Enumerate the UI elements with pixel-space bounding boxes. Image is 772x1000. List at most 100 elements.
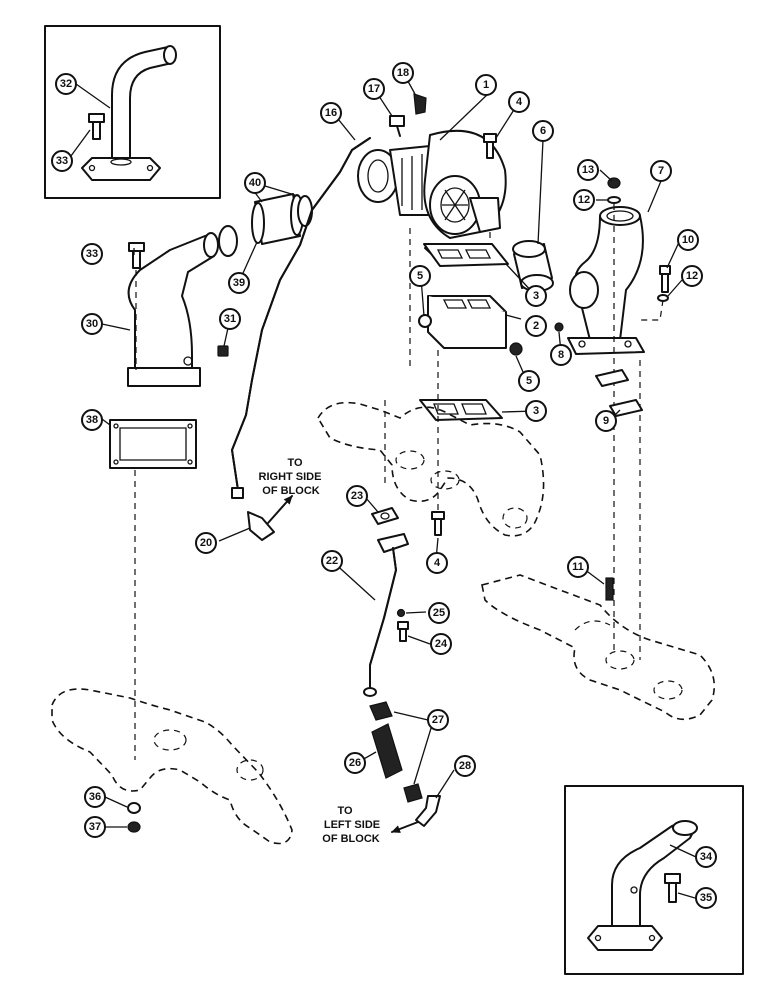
callout-10: 10 xyxy=(677,229,699,251)
callout-34: 34 xyxy=(695,846,717,868)
svg-text:25: 25 xyxy=(433,607,445,619)
inset-box-top-left xyxy=(44,25,221,199)
callout-18: 18 xyxy=(392,62,414,84)
svg-text:28: 28 xyxy=(459,760,471,772)
lower-bolts xyxy=(431,511,614,601)
callout-13: 13 xyxy=(577,159,599,181)
svg-text:7: 7 xyxy=(658,165,664,177)
callout-31: 31 xyxy=(219,308,241,330)
exhaust-manifold-upper xyxy=(317,400,545,537)
callout-12: 12 xyxy=(681,265,703,287)
svg-text:39: 39 xyxy=(233,277,245,289)
hose-and-clamps xyxy=(218,193,313,257)
svg-text:40: 40 xyxy=(249,177,261,189)
svg-text:17: 17 xyxy=(368,83,380,95)
svg-text:18: 18 xyxy=(397,67,409,79)
svg-text:5: 5 xyxy=(526,375,532,387)
oil-supply-tube xyxy=(231,137,371,541)
svg-text:30: 30 xyxy=(86,318,98,330)
svg-text:4: 4 xyxy=(434,557,441,569)
left-exhaust-elbow xyxy=(109,232,229,760)
svg-text:23: 23 xyxy=(351,490,363,502)
svg-text:10: 10 xyxy=(682,234,694,246)
callout-36: 36 xyxy=(84,786,106,808)
drain-hose-parts xyxy=(369,701,441,833)
note-left-line-3: OF BLOCK xyxy=(322,833,379,845)
svg-text:13: 13 xyxy=(582,164,594,176)
callout-33: 33 xyxy=(81,243,103,265)
note-right-line-1: TO xyxy=(287,457,303,469)
callout-9: 9 xyxy=(595,410,617,432)
callouts: 1 2 3 3 4 4 5 5 6 7 8 9 10 11 12 12 13 1… xyxy=(51,62,717,909)
inset-box-bottom-right xyxy=(564,785,744,975)
svg-text:9: 9 xyxy=(603,415,609,427)
svg-text:8: 8 xyxy=(558,349,564,361)
callout-17: 17 xyxy=(363,78,385,100)
callout-3: 3 xyxy=(525,400,547,422)
oil-drain-tube xyxy=(363,507,409,697)
svg-text:12: 12 xyxy=(578,194,590,206)
callout-30: 30 xyxy=(81,313,103,335)
callout-20: 20 xyxy=(195,532,217,554)
callout-25: 25 xyxy=(428,602,450,624)
svg-text:12: 12 xyxy=(686,270,698,282)
callout-5: 5 xyxy=(409,265,431,287)
callout-2: 2 xyxy=(525,315,547,337)
gaskets-and-spacer xyxy=(418,243,564,515)
svg-text:11: 11 xyxy=(572,561,584,573)
plates xyxy=(595,369,643,417)
svg-text:33: 33 xyxy=(56,155,68,167)
callout-8: 8 xyxy=(550,344,572,366)
svg-text:24: 24 xyxy=(435,638,448,650)
turbocharger xyxy=(357,129,507,370)
svg-text:4: 4 xyxy=(516,96,523,108)
svg-text:6: 6 xyxy=(540,125,546,137)
callout-3: 3 xyxy=(525,285,547,307)
svg-text:5: 5 xyxy=(417,270,423,282)
svg-text:34: 34 xyxy=(700,851,713,863)
svg-text:26: 26 xyxy=(349,757,361,769)
callout-28: 28 xyxy=(454,755,476,777)
svg-text:3: 3 xyxy=(533,290,539,302)
callout-38: 38 xyxy=(81,409,103,431)
callout-1: 1 xyxy=(475,74,497,96)
callout-16: 16 xyxy=(320,102,342,124)
callout-27: 27 xyxy=(427,709,449,731)
svg-text:16: 16 xyxy=(325,107,337,119)
note-left-line-1: TO xyxy=(337,805,353,817)
note-right-line-2: RIGHT SIDE xyxy=(259,471,322,483)
note-left-line-2: LEFT SIDE xyxy=(324,819,380,831)
callout-7: 7 xyxy=(650,160,672,182)
svg-text:3: 3 xyxy=(533,405,539,417)
callout-32: 32 xyxy=(55,73,77,95)
note-right-side: TO RIGHT SIDE OF BLOCK xyxy=(259,457,322,497)
svg-text:1: 1 xyxy=(483,79,489,91)
svg-text:35: 35 xyxy=(700,892,712,904)
callout-6: 6 xyxy=(532,120,554,142)
svg-text:33: 33 xyxy=(86,248,98,260)
svg-text:36: 36 xyxy=(89,791,101,803)
callout-37: 37 xyxy=(84,816,106,838)
sleeve xyxy=(512,240,554,292)
callout-22: 22 xyxy=(321,550,343,572)
callout-11: 11 xyxy=(567,556,589,578)
callout-26: 26 xyxy=(344,752,366,774)
svg-text:27: 27 xyxy=(432,714,444,726)
svg-text:22: 22 xyxy=(326,555,338,567)
washers xyxy=(127,802,141,833)
note-left-side: TO LEFT SIDE OF BLOCK xyxy=(322,805,380,845)
svg-text:2: 2 xyxy=(533,320,539,332)
callout-24: 24 xyxy=(430,633,452,655)
callout-33: 33 xyxy=(51,150,73,172)
svg-text:31: 31 xyxy=(224,313,236,325)
callout-23: 23 xyxy=(346,485,368,507)
right-exhaust-elbow xyxy=(567,177,671,660)
callout-12: 12 xyxy=(573,189,595,211)
svg-text:37: 37 xyxy=(89,821,101,833)
svg-text:38: 38 xyxy=(86,414,98,426)
callout-39: 39 xyxy=(228,272,250,294)
callout-5: 5 xyxy=(518,370,540,392)
callout-4: 4 xyxy=(508,91,530,113)
note-right-line-3: OF BLOCK xyxy=(262,485,319,497)
